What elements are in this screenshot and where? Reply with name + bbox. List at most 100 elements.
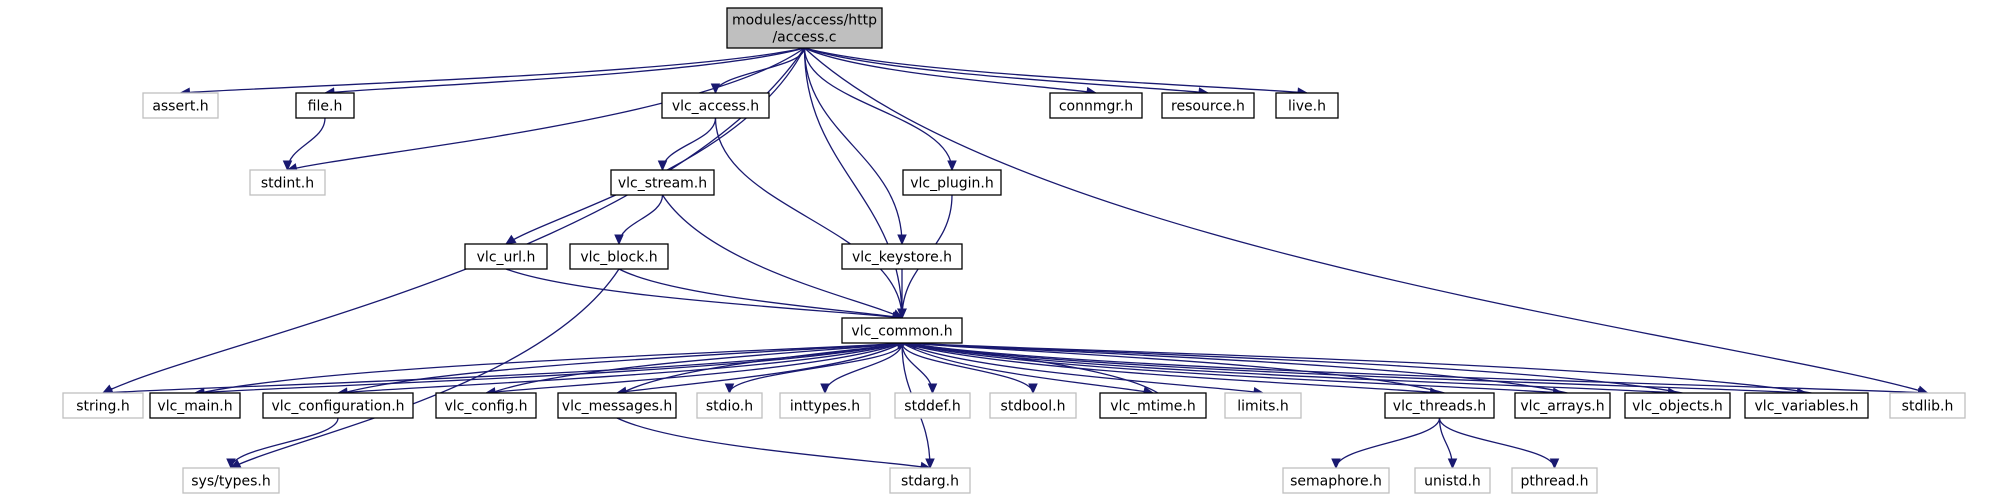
node-resource-h[interactable]: resource.h bbox=[1161, 92, 1255, 119]
node-label: assert.h bbox=[152, 99, 208, 115]
node-box bbox=[1161, 92, 1255, 119]
edge-vlc-common-h-to-stdarg-h-arrowhead bbox=[925, 458, 935, 470]
node-vlc-objects-h[interactable]: vlc_objects.h bbox=[1624, 392, 1731, 419]
node-vlc-main-h[interactable]: vlc_main.h bbox=[149, 392, 241, 419]
node-box bbox=[841, 243, 963, 270]
node-label: string.h bbox=[76, 399, 130, 415]
edge-vlc-common-h-to-vlc-variables-h bbox=[901, 342, 1807, 394]
edge-vlc-messages-h-to-vlc-common-h bbox=[621, 342, 908, 394]
node-vlc-arrays-h[interactable]: vlc_arrays.h bbox=[1514, 392, 1611, 419]
edge-vlc-common-h-to-stdbool-h-arrowhead bbox=[1028, 383, 1038, 395]
node-box bbox=[249, 169, 326, 196]
node-label: vlc_url.h bbox=[477, 250, 536, 266]
node-sys-types-h: sys/types.h bbox=[182, 467, 280, 494]
edge-vlc-common-h-to-stdbool-h bbox=[901, 342, 1034, 394]
edge-vlc-common-h-to-stddef-h-arrowhead bbox=[927, 383, 938, 395]
edge-vlc-common-h-to-vlc-objects-h bbox=[901, 342, 1678, 394]
node-file-h[interactable]: file.h bbox=[295, 92, 355, 119]
node-box bbox=[1282, 467, 1390, 494]
node-stddef-h: stddef.h bbox=[894, 392, 971, 419]
edge-access-c-to-stdlib-h bbox=[804, 47, 1928, 394]
node-box bbox=[610, 169, 715, 196]
node-label: semaphore.h bbox=[1290, 474, 1382, 490]
node-box bbox=[889, 467, 971, 494]
node-box bbox=[1384, 392, 1495, 419]
node-box bbox=[557, 392, 677, 419]
edge-access-c-to-vlc-keystore-h bbox=[803, 47, 903, 245]
edge-vlc-threads-h-to-pthread-h bbox=[1438, 417, 1556, 469]
edge-access-c-to-connmgr-h bbox=[804, 47, 1097, 94]
node-label: unistd.h bbox=[1424, 474, 1481, 490]
node-vlc-mtime-h[interactable]: vlc_mtime.h bbox=[1099, 392, 1207, 419]
node-box bbox=[62, 392, 144, 419]
node-box bbox=[1624, 392, 1731, 419]
edges-layer bbox=[101, 47, 1929, 472]
edge-vlc-access-h-to-vlc-stream-h-arrowhead bbox=[657, 160, 668, 172]
edge-vlc-common-h-to-stdlib-h bbox=[901, 342, 1928, 394]
edge-vlc-block-h-to-vlc-common-h bbox=[618, 268, 903, 319]
edge-vlc-common-h-to-limits-h bbox=[901, 342, 1264, 394]
node-string-h: string.h bbox=[62, 392, 144, 419]
edge-vlc-access-h-to-vlc-common-h bbox=[714, 117, 903, 319]
node-connmgr-h[interactable]: connmgr.h bbox=[1049, 92, 1143, 119]
node-box bbox=[569, 243, 669, 270]
node-access-c[interactable]: modules/access/http/access.c bbox=[726, 7, 883, 49]
edge-file-h-to-stdint-h bbox=[286, 117, 326, 171]
node-vlc-common-h[interactable]: vlc_common.h bbox=[841, 317, 963, 344]
node-label: stdlib.h bbox=[1902, 399, 1954, 415]
node-box bbox=[1889, 392, 1966, 419]
node-inttypes-h: inttypes.h bbox=[779, 392, 871, 419]
node-label: stdio.h bbox=[706, 399, 753, 415]
node-assert-h: assert.h bbox=[142, 92, 219, 119]
node-label: stdarg.h bbox=[901, 474, 959, 490]
node-vlc-config-h[interactable]: vlc_config.h bbox=[435, 392, 537, 419]
node-vlc-configuration-h[interactable]: vlc_configuration.h bbox=[262, 392, 414, 419]
edge-access-c-to-vlc-plugin-h bbox=[803, 47, 953, 171]
edge-access-c-to-stdint-h bbox=[287, 47, 805, 171]
node-label: connmgr.h bbox=[1059, 99, 1133, 115]
node-box bbox=[142, 92, 219, 119]
edge-access-c-to-vlc-url-h bbox=[505, 47, 806, 245]
node-vlc-plugin-h[interactable]: vlc_plugin.h bbox=[902, 169, 1002, 196]
edge-access-c-to-vlc-plugin-h-arrowhead bbox=[947, 160, 957, 172]
edge-vlc-configuration-h-to-vlc-common-h bbox=[342, 342, 908, 394]
node-limits-h: limits.h bbox=[1224, 392, 1302, 419]
edge-vlc-threads-h-to-unistd-h-arrowhead bbox=[1447, 458, 1458, 470]
edge-access-c-to-live-h bbox=[804, 47, 1308, 94]
edge-vlc-common-h-to-stdio-h bbox=[728, 342, 903, 394]
node-box bbox=[1744, 392, 1869, 419]
node-label: vlc_arrays.h bbox=[1520, 399, 1604, 415]
node-label: sys/types.h bbox=[191, 474, 270, 490]
node-vlc-block-h[interactable]: vlc_block.h bbox=[569, 243, 669, 270]
edge-vlc-stream-h-to-vlc-block-h-arrowhead bbox=[614, 234, 624, 246]
edge-access-c-to-vlc-common-h bbox=[803, 47, 903, 319]
node-vlc-stream-h[interactable]: vlc_stream.h bbox=[610, 169, 715, 196]
edge-vlc-threads-h-to-pthread-h-arrowhead bbox=[1549, 458, 1560, 470]
node-vlc-messages-h[interactable]: vlc_messages.h bbox=[557, 392, 677, 419]
edge-vlc-config-h-to-vlc-common-h bbox=[490, 342, 908, 394]
node-box bbox=[182, 467, 280, 494]
node-label: limits.h bbox=[1237, 399, 1288, 415]
node-label: vlc_stream.h bbox=[618, 176, 707, 192]
edge-access-c-to-resource-h bbox=[804, 47, 1209, 94]
node-vlc-access-h[interactable]: vlc_access.h bbox=[661, 92, 770, 119]
node-vlc-variables-h[interactable]: vlc_variables.h bbox=[1744, 392, 1869, 419]
edge-vlc-messages-h-to-stdarg-h bbox=[616, 417, 931, 469]
edge-vlc-common-h-to-stdio-h-arrowhead bbox=[724, 383, 735, 395]
node-box bbox=[1414, 467, 1491, 494]
node-box bbox=[696, 392, 763, 419]
node-vlc-url-h[interactable]: vlc_url.h bbox=[464, 243, 548, 270]
edge-access-c-to-assert-h bbox=[180, 47, 805, 94]
edge-vlc-common-h-to-vlc-threads-h bbox=[901, 342, 1440, 394]
node-stdio-h: stdio.h bbox=[696, 392, 763, 419]
node-label: resource.h bbox=[1171, 99, 1245, 115]
node-label: stddef.h bbox=[904, 399, 960, 415]
edge-vlc-keystore-h-to-vlc-common-h-arrowhead bbox=[897, 308, 907, 320]
node-live-h[interactable]: live.h bbox=[1275, 92, 1339, 119]
node-vlc-threads-h[interactable]: vlc_threads.h bbox=[1384, 392, 1495, 419]
node-box bbox=[726, 7, 883, 49]
node-label: vlc_common.h bbox=[851, 324, 952, 340]
node-vlc-keystore-h[interactable]: vlc_keystore.h bbox=[841, 243, 963, 270]
edge-vlc-stream-h-to-vlc-block-h bbox=[618, 194, 664, 245]
